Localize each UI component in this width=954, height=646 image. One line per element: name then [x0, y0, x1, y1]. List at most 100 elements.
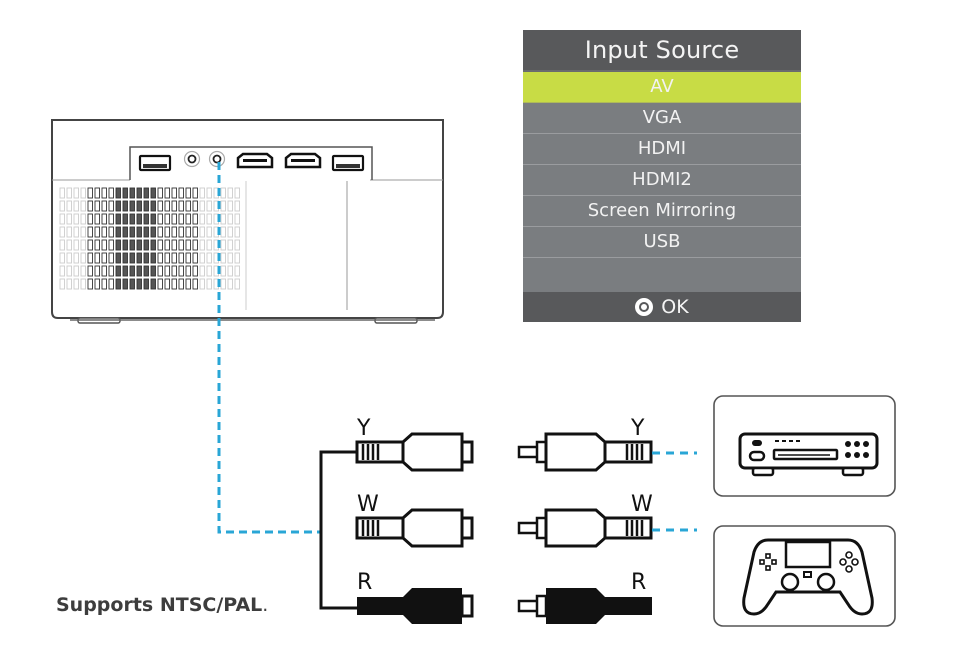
vent-slot: [66, 252, 72, 264]
vent-slot: [101, 213, 107, 225]
vent-slot: [108, 278, 114, 290]
vent-slot: [87, 265, 93, 277]
menu-item-usb[interactable]: USB: [523, 227, 801, 258]
vent-slot: [129, 213, 135, 225]
vent-slot: [87, 187, 93, 199]
vent-slot: [80, 265, 86, 277]
vent-slot: [122, 226, 128, 238]
menu-footer[interactable]: OK: [523, 292, 801, 322]
vent-slot: [115, 226, 121, 238]
vent-slot: [206, 265, 212, 277]
vent-slot: [94, 239, 100, 251]
vent-slot: [234, 278, 240, 290]
vent-slot: [192, 226, 198, 238]
vent-slot: [164, 265, 170, 277]
note-text: Supports NTSC/PAL: [56, 594, 263, 616]
vent-slot: [59, 278, 65, 290]
vent-slot: [115, 213, 121, 225]
menu-item-hdmi[interactable]: HDMI: [523, 134, 801, 165]
vent-slot: [87, 226, 93, 238]
vent-slot: [143, 187, 149, 199]
vent-slot: [171, 200, 177, 212]
vent-slot: [234, 226, 240, 238]
vent-slot: [129, 200, 135, 212]
vent-slot: [220, 187, 226, 199]
vent-slot: [157, 278, 163, 290]
vent-slot: [164, 200, 170, 212]
rca-plug-right-w: W: [517, 492, 653, 548]
vent-slot: [199, 226, 205, 238]
vent-slot: [59, 213, 65, 225]
usb-port-icon: [331, 154, 365, 172]
vent-slot: [94, 265, 100, 277]
vent-slot: [178, 187, 184, 199]
vent-slot: [80, 278, 86, 290]
vent-slot: [178, 226, 184, 238]
vent-slot: [164, 226, 170, 238]
vent-slot: [178, 265, 184, 277]
vent-slot: [73, 278, 79, 290]
vent-slot: [143, 239, 149, 251]
vent-slot: [185, 239, 191, 251]
note-suffix: .: [262, 594, 269, 616]
vent-slot: [94, 200, 100, 212]
vent-slot: [185, 252, 191, 264]
game-controller-icon: [742, 538, 874, 616]
audio-jack-icon: [183, 150, 201, 168]
vent-slot: [220, 239, 226, 251]
vent-slot: [206, 278, 212, 290]
vent-slot: [66, 278, 72, 290]
menu-item-vga[interactable]: VGA: [523, 103, 801, 134]
ok-circle-icon: [635, 298, 654, 316]
vent-slot: [192, 265, 198, 277]
vent-slot: [199, 213, 205, 225]
vent-slot: [150, 265, 156, 277]
vent-slot: [220, 278, 226, 290]
usb-port-icon: [138, 154, 172, 172]
vent-slot: [115, 252, 121, 264]
vent-slot: [108, 226, 114, 238]
vent-slot: [164, 278, 170, 290]
vent-slot: [66, 239, 72, 251]
vent-slot: [115, 278, 121, 290]
vent-slot: [59, 187, 65, 199]
vent-slot: [227, 226, 233, 238]
vent-slot: [143, 200, 149, 212]
vent-slot: [157, 187, 163, 199]
vent-slot: [227, 252, 233, 264]
vent-slot: [122, 252, 128, 264]
vent-slot: [192, 213, 198, 225]
vent-slot: [227, 278, 233, 290]
hdmi-port-icon: [284, 152, 322, 169]
vent-slot: [136, 252, 142, 264]
vent-slot: [80, 200, 86, 212]
vent-slot: [185, 200, 191, 212]
vent-slot: [80, 213, 86, 225]
vent-slot: [157, 265, 163, 277]
vent-slot: [66, 265, 72, 277]
vent-slot: [115, 187, 121, 199]
vent-slot: [73, 226, 79, 238]
vent-slot: [108, 239, 114, 251]
menu-item-av[interactable]: AV: [523, 72, 801, 103]
vent-slot: [73, 239, 79, 251]
vent-slot: [122, 278, 128, 290]
rca-plug-right-y: Y: [517, 416, 653, 472]
vent-slot: [73, 265, 79, 277]
vent-slot: [227, 187, 233, 199]
menu-title: Input Source: [523, 30, 801, 72]
hdmi-port-icon: [236, 152, 274, 169]
menu-item-hdmi2[interactable]: HDMI2: [523, 165, 801, 196]
cable-label: Y: [356, 416, 371, 441]
vent-slot: [101, 252, 107, 264]
vent-slot: [94, 213, 100, 225]
vent-slot: [199, 187, 205, 199]
vent-slot: [115, 239, 121, 251]
vent-slot: [220, 265, 226, 277]
vent-slot: [73, 200, 79, 212]
vent-slot: [150, 252, 156, 264]
cable-label: Y: [630, 416, 645, 441]
menu-item-screen-mirroring[interactable]: Screen Mirroring: [523, 196, 801, 227]
vent-slot: [143, 265, 149, 277]
dvd-player-device: [713, 395, 896, 497]
